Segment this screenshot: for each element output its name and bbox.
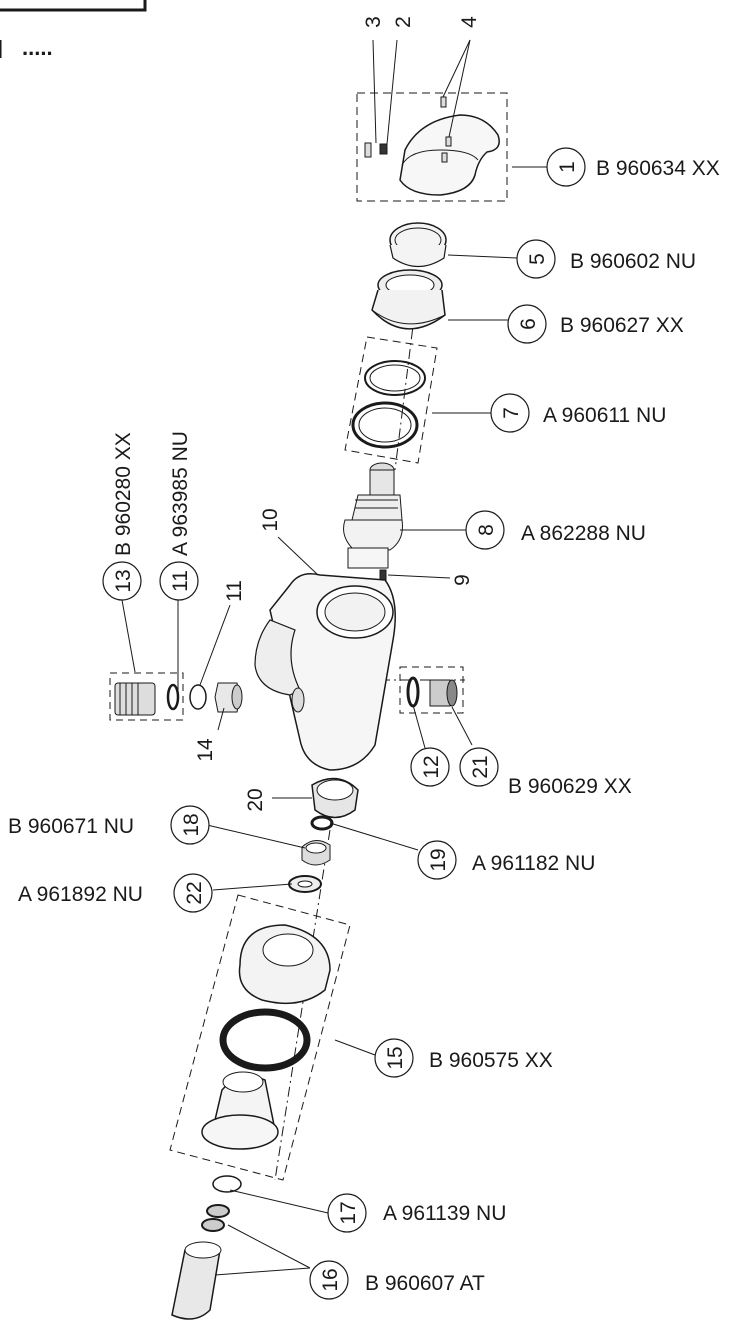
callout-7-number: 7 bbox=[500, 407, 523, 419]
callout-22-number: 22 bbox=[183, 881, 206, 904]
callout-21-part: B 960629 XX bbox=[508, 775, 632, 798]
base-flange-group bbox=[169, 894, 351, 1181]
callout-18: 18 B 960671 NU bbox=[8, 805, 210, 845]
callout-17-number: 17 bbox=[337, 1201, 360, 1224]
callout-1: 1 B 960634 XX bbox=[546, 147, 720, 187]
callout-9: 9 bbox=[451, 574, 474, 586]
callout-12-left: 11 A 963985 NU bbox=[159, 431, 199, 601]
nut-part-6 bbox=[371, 269, 446, 330]
callout-12-right-number: 12 bbox=[420, 755, 443, 778]
callout-7-part: A 960611 NU bbox=[543, 404, 666, 427]
callout-21: 21 B 960629 XX bbox=[459, 747, 632, 798]
callout-15-number: 15 bbox=[384, 1046, 407, 1069]
title-frame-fragment bbox=[0, 0, 147, 12]
callout-12-number: 11 bbox=[169, 570, 192, 592]
left-fittings-group bbox=[109, 672, 243, 721]
callout-19-part: A 961182 NU bbox=[472, 852, 595, 875]
leader-lines bbox=[121, 39, 547, 1276]
callout-6: 6 B 960627 XX bbox=[507, 304, 684, 344]
bottom-parts-group bbox=[171, 1175, 242, 1320]
callout-6-number: 6 bbox=[517, 318, 540, 330]
callout-17: 17 A 961139 NU bbox=[327, 1193, 506, 1233]
callout-17-part: A 961139 NU bbox=[383, 1202, 506, 1225]
callout-7: 7 A 960611 NU bbox=[490, 393, 666, 433]
callout-12-right: 12 bbox=[410, 747, 450, 787]
callout-14: 14 bbox=[194, 738, 217, 762]
callout-13-part: B 960280 XX bbox=[112, 432, 135, 556]
handle-part-group bbox=[356, 92, 508, 202]
callout-18-number: 18 bbox=[180, 813, 203, 836]
callout-13: 13 B 960280 XX bbox=[102, 432, 142, 601]
callout-22-part: A 961892 NU bbox=[18, 883, 143, 906]
lower-nut-group bbox=[288, 777, 359, 893]
callout-14-number: 14 bbox=[194, 738, 217, 762]
callout-20: 20 bbox=[244, 788, 267, 811]
cartridge-part-8 bbox=[343, 462, 403, 583]
callout-12-part: A 963985 NU bbox=[169, 431, 192, 556]
callout-8-part: A 862288 NU bbox=[521, 522, 646, 545]
callout-19: 19 A 961182 NU bbox=[417, 840, 595, 880]
callout-5-number: 5 bbox=[526, 253, 549, 265]
callout-3: 3 bbox=[362, 16, 385, 28]
callout-2: 2 bbox=[392, 16, 415, 28]
callout-5: 5 B 960602 NU bbox=[516, 239, 696, 279]
callout-1-number: 1 bbox=[556, 161, 579, 173]
header-fragment-text: ..... bbox=[22, 35, 53, 60]
callout-4: 4 bbox=[458, 16, 481, 28]
o-ring-part-7-group bbox=[344, 336, 438, 464]
callout-20-number: 20 bbox=[244, 788, 267, 811]
callout-10: 10 bbox=[259, 508, 282, 531]
callout-11-number: 11 bbox=[223, 580, 246, 602]
callout-22: 22 A 961892 NU bbox=[18, 873, 213, 913]
callout-1-part: B 960634 XX bbox=[596, 157, 720, 180]
callout-15-part: B 960575 XX bbox=[429, 1049, 553, 1072]
callout-6-part: B 960627 XX bbox=[560, 314, 684, 337]
callout-8-number: 8 bbox=[475, 524, 498, 536]
callout-16: 16 B 960607 AT bbox=[309, 1260, 485, 1300]
callout-19-number: 19 bbox=[427, 848, 450, 871]
callout-21-number: 21 bbox=[469, 755, 492, 778]
body-part-10 bbox=[254, 573, 396, 771]
callout-13-number: 13 bbox=[112, 569, 135, 592]
callout-18-part: B 960671 NU bbox=[8, 815, 134, 838]
callout-4-number: 4 bbox=[458, 16, 481, 28]
callout-16-number: 16 bbox=[319, 1268, 342, 1291]
callout-11: 11 bbox=[223, 580, 246, 602]
callout-3-number: 3 bbox=[362, 16, 385, 28]
callout-10-number: 10 bbox=[259, 508, 282, 531]
callout-2-number: 2 bbox=[392, 16, 415, 28]
callout-5-part: B 960602 NU bbox=[570, 250, 696, 273]
callout-16-part: B 960607 AT bbox=[365, 1272, 485, 1295]
callout-8: 8 A 862288 NU bbox=[465, 510, 646, 550]
ring-part-5 bbox=[389, 222, 447, 268]
callout-15: 15 B 960575 XX bbox=[374, 1038, 553, 1078]
callout-9-number: 9 bbox=[451, 574, 474, 586]
right-fittings-group bbox=[399, 666, 464, 714]
